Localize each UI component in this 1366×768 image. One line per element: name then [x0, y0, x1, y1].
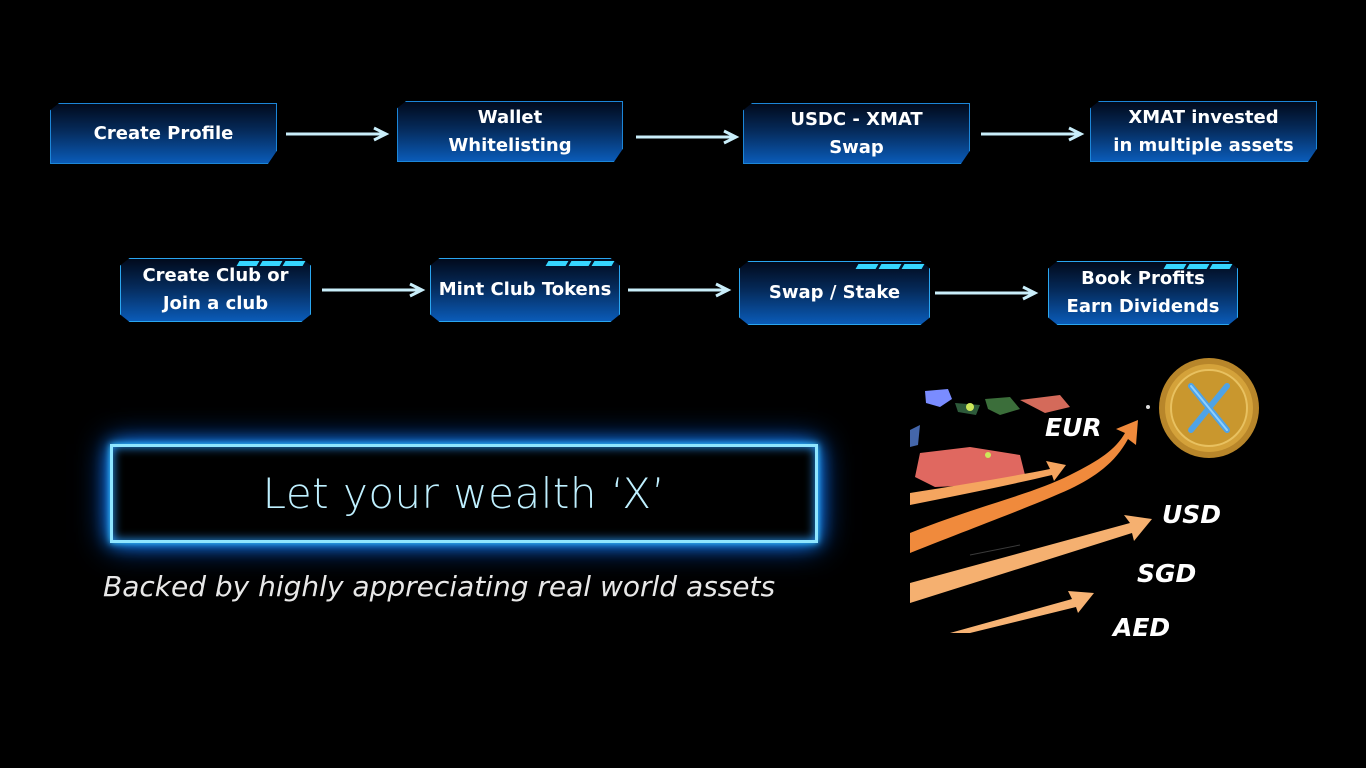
step-mint-club-tokens: Mint Club Tokens	[430, 258, 620, 322]
tab-decoration	[236, 261, 306, 266]
tagline: Backed by highly appreciating real world…	[103, 570, 776, 603]
tab-decoration	[855, 264, 925, 269]
headline-text: Let your wealth ‘X’	[262, 469, 666, 518]
step-create-club: Create Club or Join a club	[120, 258, 311, 322]
flow-arrow	[628, 282, 732, 298]
flow-arrow	[636, 129, 740, 145]
currency-label-usd: USD	[1162, 500, 1222, 529]
step-swap-stake: Swap / Stake	[739, 261, 930, 325]
tab-decoration	[545, 261, 615, 266]
currency-label-eur: EUR	[1045, 413, 1102, 442]
step-book-profits: Book Profits Earn Dividends	[1048, 261, 1238, 325]
currency-label-aed: AED	[1113, 613, 1171, 642]
flow-arrow	[322, 282, 426, 298]
step-xmat-invested: XMAT invested in multiple assets	[1090, 101, 1317, 162]
step-usdc-xmat-swap: USDC - XMAT Swap	[743, 103, 970, 164]
step-label: Book Profits Earn Dividends	[1066, 268, 1220, 317]
flow-arrow	[935, 285, 1039, 301]
xmat-coin-icon	[1159, 358, 1259, 458]
currency-label-sgd: SGD	[1137, 559, 1197, 588]
flow-arrow	[981, 126, 1085, 142]
step-label: Swap / Stake	[768, 282, 901, 303]
step-label: Create Club or Join a club	[142, 265, 289, 314]
step-label: Mint Club Tokens	[438, 279, 612, 300]
step-wallet-whitelisting: Wallet Whitelisting	[397, 101, 623, 162]
headline-neon-frame: Let your wealth ‘X’	[110, 444, 818, 543]
rising-currency-arrows-illustration	[910, 389, 1152, 633]
flow-arrow	[286, 126, 390, 142]
step-create-profile: Create Profile	[50, 103, 277, 164]
tab-decoration	[1163, 264, 1233, 269]
